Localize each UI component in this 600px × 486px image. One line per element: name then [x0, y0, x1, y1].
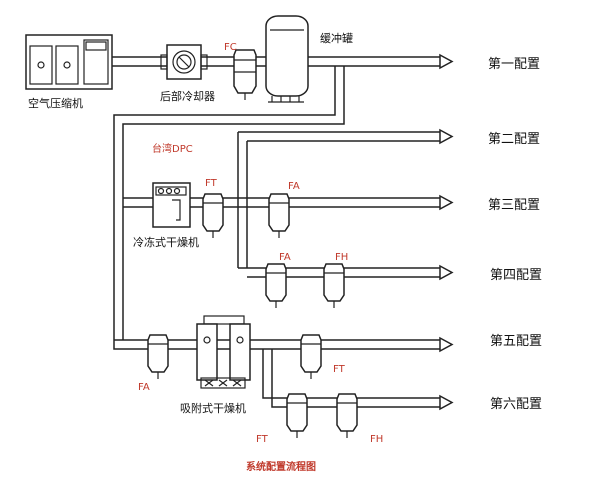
filter-fh-config-6: [336, 393, 358, 438]
adsorption-dryer: [196, 315, 251, 389]
filter-fa-adsorption: [147, 334, 169, 379]
output-config-3: 第三配置: [488, 198, 540, 213]
filter-ft-config-6: [286, 393, 308, 438]
filter-fh-config-4: [323, 263, 345, 308]
pipe-drop-main: [113, 66, 345, 340]
output-config-2: 第二配置: [488, 132, 540, 147]
filter-ft-refrigerated: [202, 193, 224, 238]
dryer-brand-label: 台湾DPC: [152, 142, 193, 155]
arrow-config-1: [439, 53, 454, 70]
output-config-1: 第一配置: [488, 57, 540, 72]
output-config-6: 第六配置: [490, 397, 542, 412]
filter-fa-config-4: [265, 263, 287, 308]
adsorption-dryer-label: 吸附式干燥机: [180, 401, 246, 415]
filter-tag-fa-config-3: FA: [288, 181, 300, 192]
filter-tag-fc: FC: [224, 42, 237, 53]
filter-tag-ft-config-6: FT: [256, 434, 269, 445]
pipe-config-6: [262, 349, 454, 411]
filter-tag-fa-adsorption: FA: [138, 382, 150, 393]
filter-ft-config-5: [300, 334, 322, 379]
filter-fa-config-3: [268, 193, 290, 238]
pipe-config-2: [237, 128, 454, 268]
diagram-title: 系统配置流程图: [246, 460, 316, 473]
filter-tag-fa-config-4: FA: [279, 252, 291, 263]
output-config-4: 第四配置: [490, 268, 542, 283]
filter-tag-ft-config-5: FT: [333, 364, 346, 375]
aftercooler: [160, 44, 208, 80]
air-compressor-label: 空气压缩机: [28, 96, 83, 110]
refrigerated-dryer: [152, 182, 191, 228]
refrigerated-dryer-label: 冷冻式干燥机: [133, 235, 199, 249]
buffer-tank-label: 缓冲罐: [320, 31, 353, 45]
buffer-tank: [265, 15, 309, 103]
filter-tag-ft-refrigerated: FT: [205, 178, 218, 189]
aftercooler-label: 后部冷却器: [160, 89, 215, 103]
filter-tag-fh-config-6: FH: [370, 434, 383, 445]
air-compressor: [25, 34, 113, 90]
filter-fc: [233, 49, 257, 100]
output-config-5: 第五配置: [490, 334, 542, 349]
filter-tag-fh-config-4: FH: [335, 252, 348, 263]
